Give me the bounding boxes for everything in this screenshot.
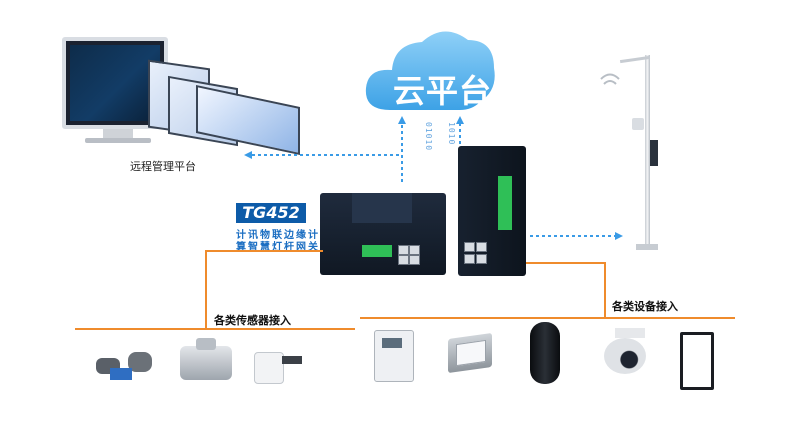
gateway-device-1 bbox=[320, 193, 446, 275]
gateway-subtitle-line1: 计讯物联边缘计 bbox=[236, 230, 320, 241]
connector-line bbox=[75, 328, 355, 330]
speaker-device bbox=[530, 322, 560, 384]
gateway-subtitle-line2: 算智慧灯杆网关 bbox=[236, 242, 320, 253]
gateway-device-2 bbox=[458, 146, 526, 276]
gateway-model-badge: TG452 bbox=[236, 203, 306, 223]
cloud-label: 云平台 bbox=[393, 72, 493, 110]
sensors-section-label: 各类传感器接入 bbox=[214, 314, 291, 327]
terminal-block bbox=[498, 176, 512, 230]
terminal-block bbox=[362, 245, 392, 257]
connector-line bbox=[526, 262, 606, 264]
binary-stream: 1010 bbox=[447, 122, 456, 146]
wifi-icon bbox=[600, 73, 620, 85]
cloud-icon bbox=[365, 31, 495, 110]
binary-stream: 01010 bbox=[424, 122, 433, 152]
connector-line bbox=[205, 250, 323, 252]
display-panel-device bbox=[680, 332, 714, 390]
connector-line bbox=[604, 262, 606, 318]
remote-platform-label: 远程管理平台 bbox=[130, 160, 196, 173]
monitor bbox=[62, 37, 168, 129]
connector-line bbox=[205, 250, 207, 329]
connector-line bbox=[360, 317, 735, 319]
devices-section-label: 各类设备接入 bbox=[612, 300, 678, 313]
